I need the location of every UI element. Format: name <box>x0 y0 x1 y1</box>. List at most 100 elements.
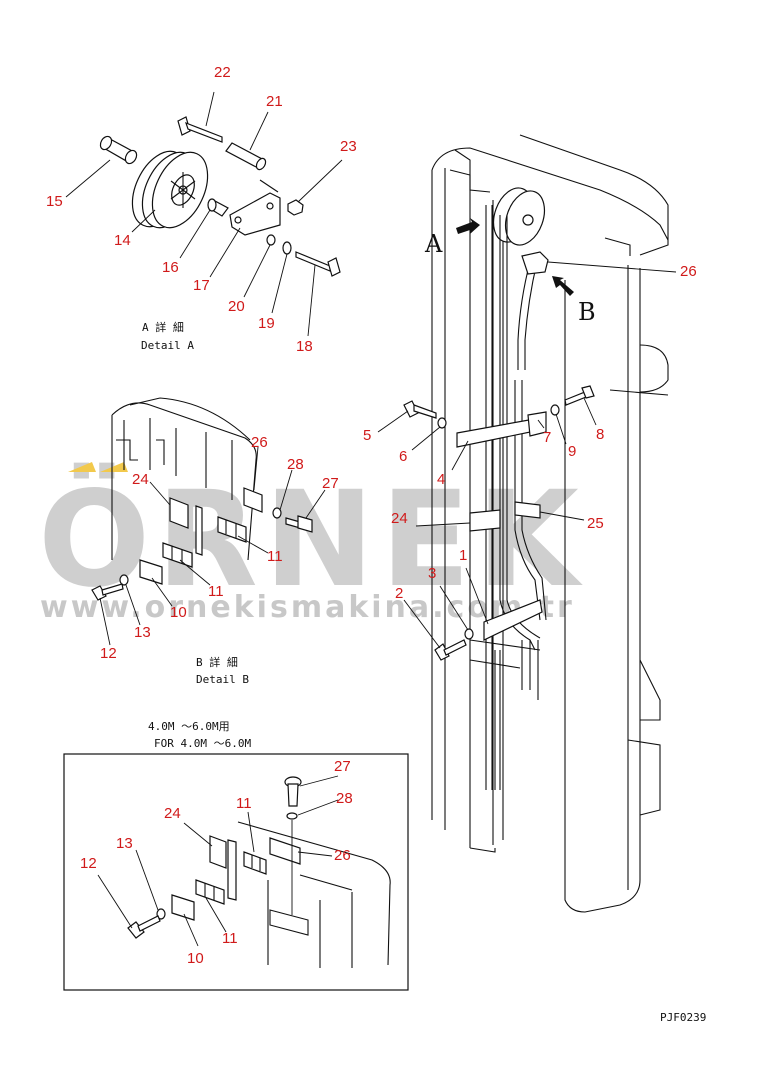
callout-12-v: 12 <box>80 855 97 872</box>
plate-24-icon <box>469 509 501 532</box>
callout-12-b: 12 <box>100 645 117 662</box>
bolt-12-v-icon <box>127 915 161 939</box>
strip-v-icon <box>227 839 237 901</box>
washer-3-icon <box>464 628 474 640</box>
callout-2: 2 <box>395 585 403 602</box>
callout-13-b: 13 <box>134 624 151 641</box>
drawing-code: PJF0239 <box>660 1011 706 1024</box>
callout-25: 25 <box>587 515 604 532</box>
bolt-2-icon <box>434 639 467 661</box>
callout-26-b: 26 <box>251 434 268 451</box>
callout-9: 9 <box>568 443 576 460</box>
callout-22: 22 <box>214 64 231 81</box>
plate-25-icon <box>514 501 541 519</box>
variant-caption-en: FOR 4.0M ～6.0M <box>154 737 251 750</box>
bolt-18-icon <box>295 251 341 277</box>
callout-24-v: 24 <box>164 805 181 822</box>
washer-9-icon <box>550 404 560 416</box>
pulley-14-icon <box>131 150 209 229</box>
washer-20-icon <box>266 234 276 246</box>
view-arrow-b-icon <box>552 276 574 296</box>
mast-assembly: A B 26 5 6 4 7 9 8 24 25 1 3 2 <box>363 134 697 913</box>
watermark-accent-icon <box>68 462 96 472</box>
callout-16: 16 <box>162 259 179 276</box>
detail-a-caption-jp: A 詳 細 <box>142 320 184 334</box>
view-label-b: B <box>578 298 596 326</box>
bracket-26-v-icon <box>269 837 301 865</box>
callout-10-v: 10 <box>187 950 204 967</box>
bracket-26-icon <box>243 487 263 513</box>
callout-21: 21 <box>266 93 283 110</box>
plate-10-icon <box>139 559 163 585</box>
callout-4: 4 <box>437 471 445 488</box>
watermark-url: www.ornekismakina.com.tr <box>40 590 575 625</box>
callout-11-v1: 11 <box>236 795 252 812</box>
washer-13-icon <box>119 574 129 586</box>
plate-10-v-icon <box>171 894 195 921</box>
callout-14: 14 <box>114 232 131 249</box>
detail-a: 22 21 23 15 14 16 17 20 19 18 A 詳 細 Deta… <box>46 64 357 355</box>
callout-10-b: 10 <box>170 604 187 621</box>
washer-28-icon <box>272 507 282 519</box>
variant-caption-jp: 4.0M ～6.0M用 <box>148 720 230 733</box>
anchor-26-icon <box>521 251 549 275</box>
callout-28-b: 28 <box>287 456 304 473</box>
bushing-16-icon <box>207 198 229 217</box>
plate-24-v-icon <box>209 835 227 869</box>
bracket-17-icon <box>229 179 281 236</box>
callout-8: 8 <box>596 426 604 443</box>
bolt-5-icon <box>403 400 437 419</box>
detail-a-caption-en: Detail A <box>141 339 194 352</box>
detail-b: 24 26 28 27 11 11 10 13 12 B 詳 細 Detail … <box>91 397 339 686</box>
washer-28-v-icon <box>286 812 298 820</box>
detail-b-caption-en: Detail B <box>196 673 249 686</box>
callout-3: 3 <box>428 565 436 582</box>
detail-b-caption-jp: B 詳 細 <box>196 655 238 669</box>
callout-7: 7 <box>543 429 551 446</box>
callout-11-v2: 11 <box>222 930 238 947</box>
callout-26-v: 26 <box>334 847 351 864</box>
washer-13-v-icon <box>156 908 166 920</box>
callout-20: 20 <box>228 298 245 315</box>
variant-4-6m: 4.0M ～6.0M用 FOR 4.0M ～6.0M <box>63 720 409 991</box>
bracket-1-icon <box>483 599 543 641</box>
clamp-7-icon <box>527 411 547 437</box>
pin-15-icon <box>99 135 138 165</box>
view-label-a: A <box>424 230 443 258</box>
callout-6: 6 <box>399 448 407 465</box>
callout-19: 19 <box>258 315 275 332</box>
callout-11-b2: 11 <box>208 583 224 600</box>
callout-27-b: 27 <box>322 475 339 492</box>
callout-24: 24 <box>391 510 408 527</box>
variant-frame <box>63 753 409 991</box>
callout-28-v: 28 <box>336 790 353 807</box>
callout-23: 23 <box>340 138 357 155</box>
callout-18: 18 <box>296 338 313 355</box>
callout-1: 1 <box>459 547 467 564</box>
bolt-12-icon <box>91 583 124 601</box>
callout-15: 15 <box>46 193 63 210</box>
callout-24-b: 24 <box>132 471 149 488</box>
strip-icon <box>195 505 203 556</box>
mast-pulley-icon <box>492 187 546 246</box>
clamp-11b-v-icon <box>195 879 225 905</box>
sleeve-21-icon <box>225 142 267 171</box>
bolt-27-icon <box>285 515 313 533</box>
clamp-11-v-icon <box>243 851 267 875</box>
washer-19-icon <box>282 241 292 255</box>
bolt-8-icon <box>564 385 595 406</box>
callout-26: 26 <box>680 263 697 280</box>
bolt-27-v-icon <box>284 776 302 807</box>
watermark-accent-icon <box>100 462 128 472</box>
callout-5: 5 <box>363 427 371 444</box>
callout-13-v: 13 <box>116 835 133 852</box>
nut-23-icon <box>287 199 304 216</box>
clamp-11-icon <box>217 516 247 543</box>
callout-17: 17 <box>193 277 210 294</box>
washer-6-icon <box>437 417 447 429</box>
view-arrow-a-icon <box>456 218 480 234</box>
bolt-22-icon <box>177 116 223 143</box>
callout-27-v: 27 <box>334 758 351 775</box>
callout-11-b1: 11 <box>267 548 283 565</box>
